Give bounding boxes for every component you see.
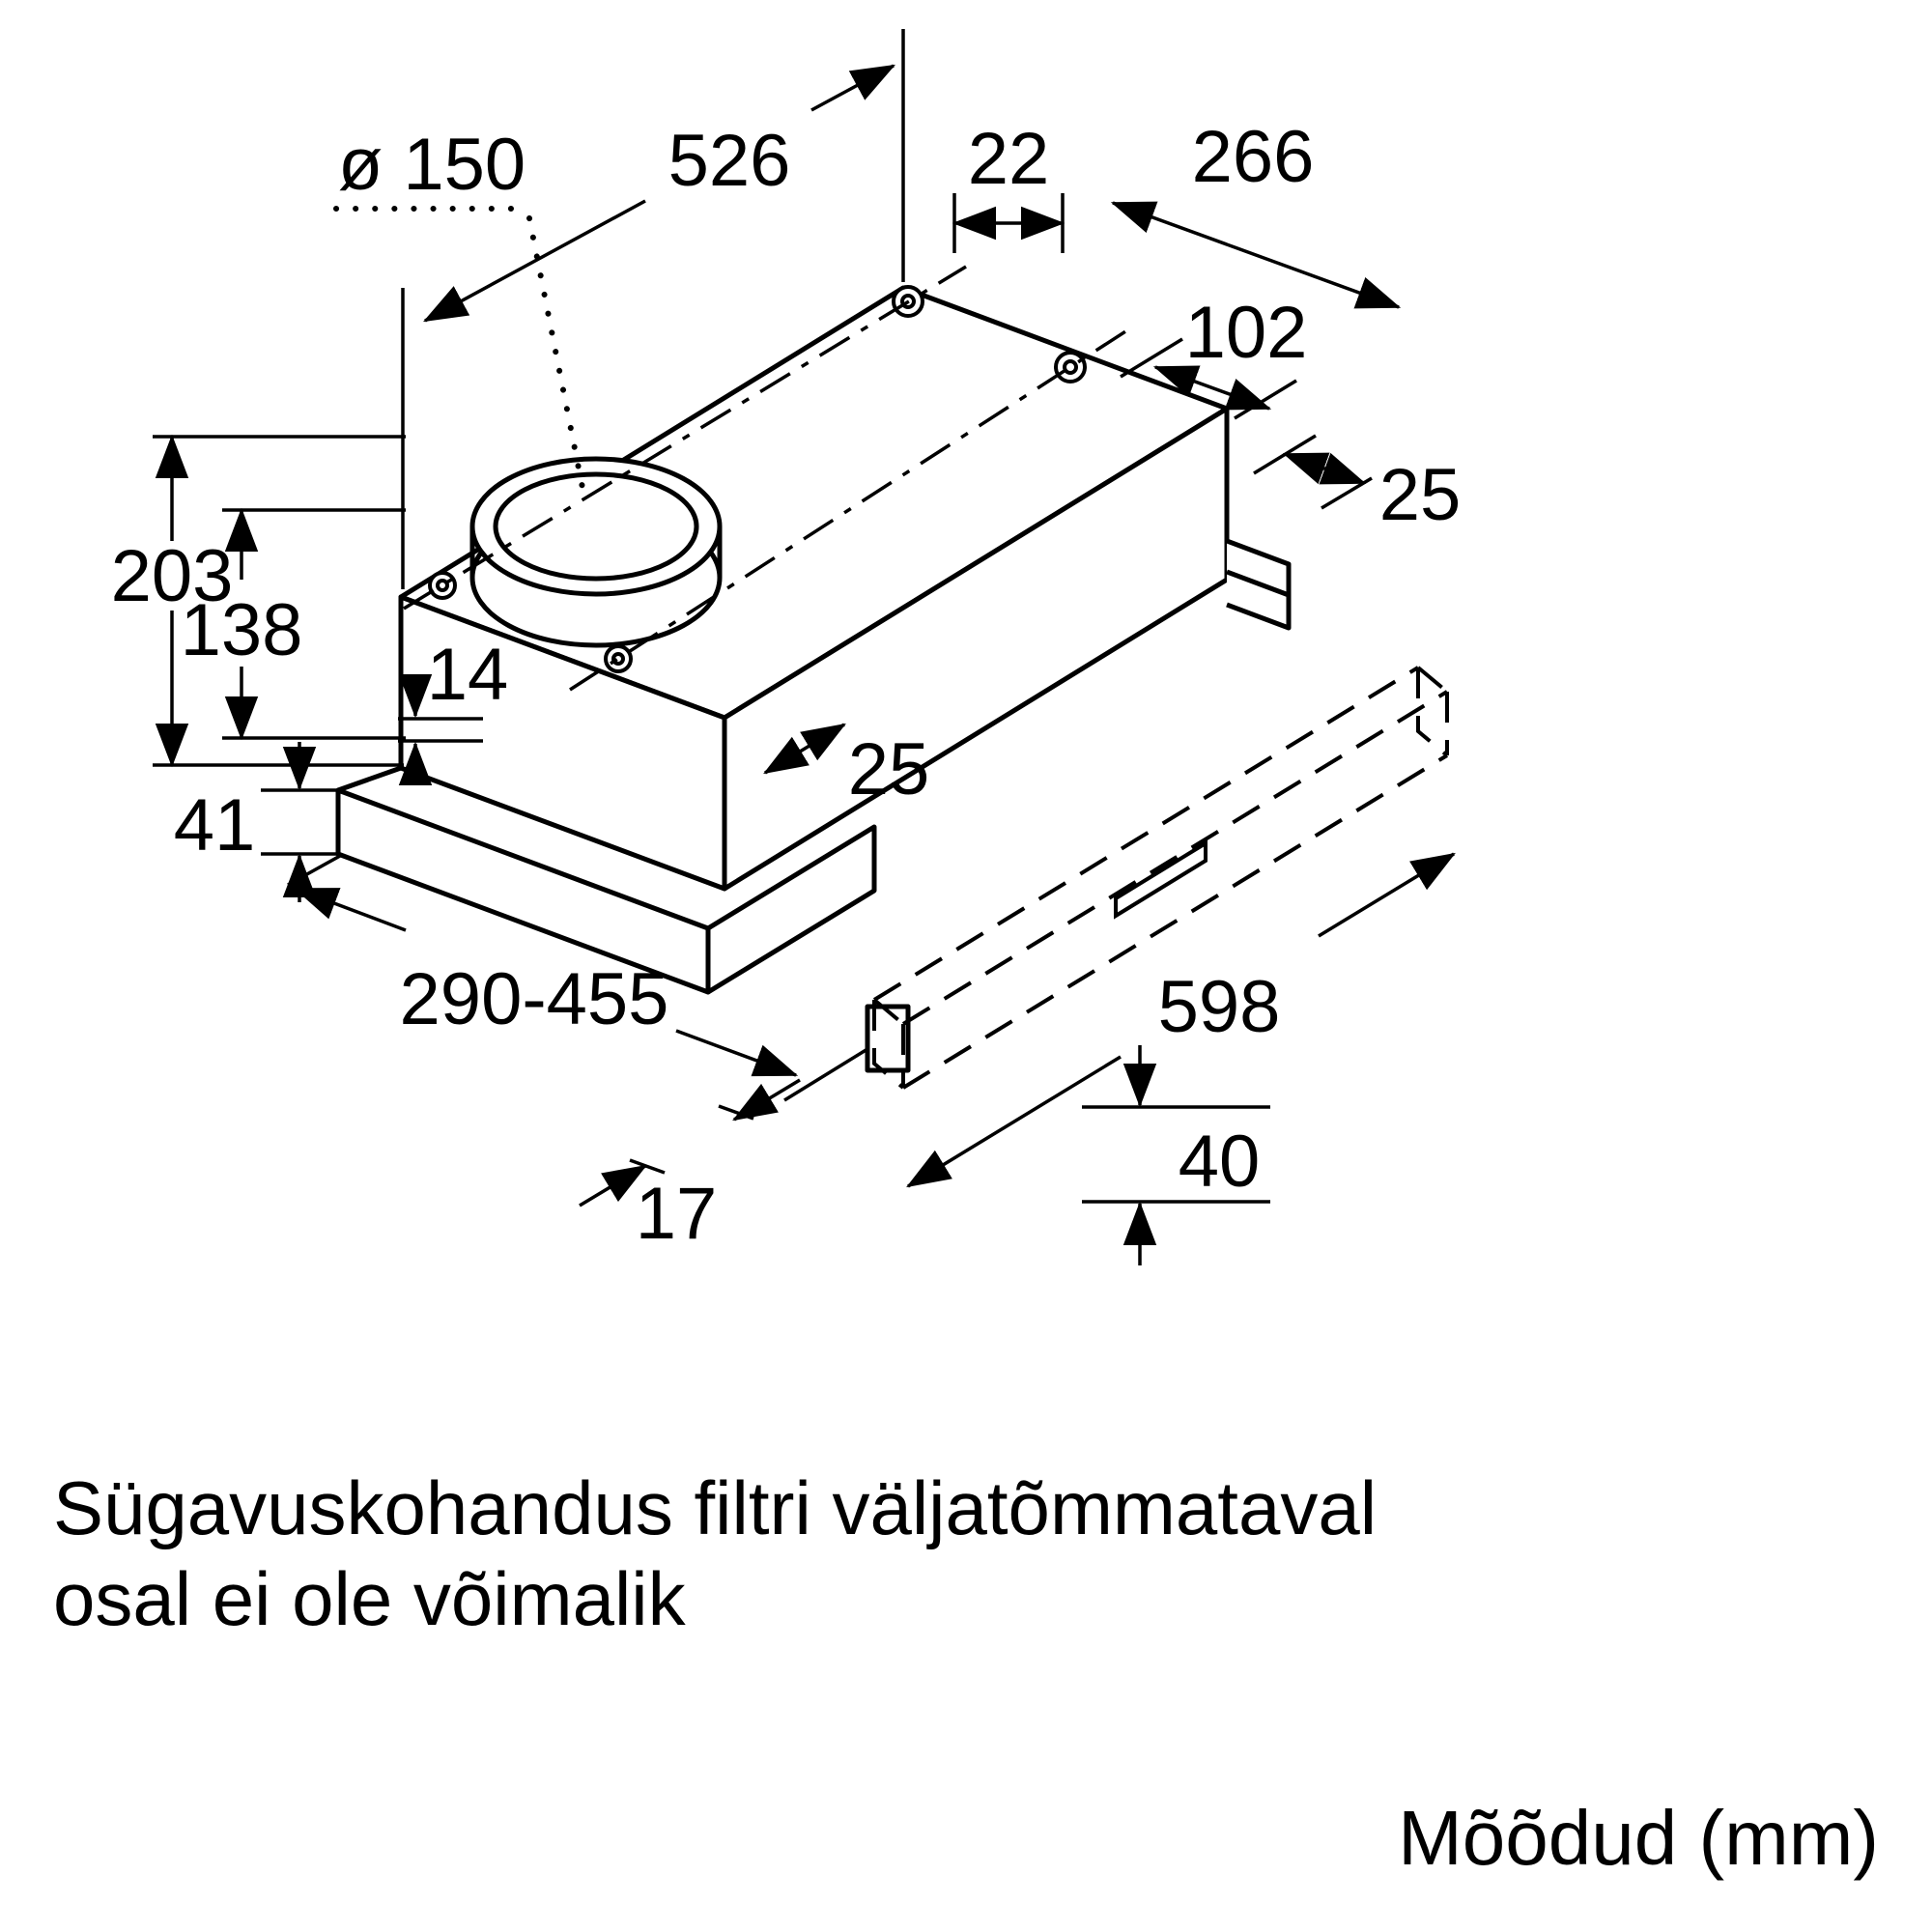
dim-266-line	[1110, 201, 1402, 309]
dim-138-label: 138	[181, 589, 303, 671]
dim-598-label: 598	[1158, 966, 1281, 1048]
hole-centerlines	[403, 265, 1131, 692]
drawer-edge	[872, 1000, 905, 1090]
extension-line	[1120, 337, 1183, 379]
dim-598-line	[906, 1055, 1122, 1188]
drawer-edge	[872, 666, 1420, 1002]
collar-inner-rim	[493, 471, 699, 582]
dim-25-side-line	[1282, 452, 1367, 485]
dim-526-line	[810, 64, 896, 112]
dim-266-label: 266	[1192, 116, 1315, 198]
extension-line	[1321, 476, 1373, 510]
dim-diameter-label: ø 150	[338, 124, 526, 206]
drawer-handle	[1114, 839, 1208, 920]
note-block: Sügavuskohandus filtri väljatõmmataval o…	[53, 1465, 1377, 1641]
dim-17-line	[579, 1164, 647, 1208]
dim-22-label: 22	[968, 118, 1050, 200]
mounting-holes	[428, 285, 1087, 673]
dim-290-455-line	[675, 1029, 799, 1077]
pullout-drawer	[872, 666, 1449, 1090]
centerline	[403, 265, 967, 611]
units-label: Mõõdud (mm)	[1398, 1795, 1879, 1881]
dim-25-side-label: 25	[1379, 454, 1462, 536]
drawer-edge	[901, 690, 1449, 1026]
drawer-edge	[1416, 666, 1449, 694]
centerline	[569, 327, 1131, 692]
extension-line	[783, 1047, 868, 1102]
dim-102-line	[1152, 365, 1272, 411]
duct-collar	[469, 456, 723, 648]
dim-290-455-label: 290-455	[400, 958, 669, 1040]
dim-526-line	[423, 199, 646, 323]
dimension-labels: ø 150 526 22 266 102 25 203 138 14 25 41…	[111, 116, 1462, 1255]
lower-frame	[335, 765, 911, 1073]
dim-102-label: 102	[1185, 292, 1308, 374]
extension-line	[629, 1158, 666, 1175]
dim-598-line	[1318, 852, 1456, 938]
dim-526-label: 526	[668, 120, 791, 202]
dim-203-label: 203	[111, 535, 234, 617]
drawer-edge	[872, 998, 905, 1026]
leader-dotted-line	[526, 215, 585, 491]
dim-17-label: 17	[636, 1173, 718, 1255]
dim-25-front-line	[763, 723, 846, 775]
lower-frame-edge	[337, 765, 402, 793]
drawer-edge	[1416, 668, 1449, 757]
mounting-flange-line	[1226, 569, 1290, 598]
extension-line	[287, 854, 341, 887]
dim-25-front-label: 25	[848, 728, 930, 810]
mount-hole-icon	[1063, 359, 1078, 375]
lower-frame-right	[705, 824, 877, 995]
dim-40-label: 40	[1179, 1121, 1261, 1203]
dim-14-label: 14	[427, 634, 509, 716]
dim-17-line	[732, 1078, 801, 1122]
drawer-edge	[901, 753, 1449, 1090]
dimension-lines	[153, 29, 1456, 1265]
dim-41-label: 41	[174, 784, 256, 867]
note-line-2: osal ei ole võimalik	[53, 1556, 687, 1641]
note-line-1: Sügavuskohandus filtri väljatõmmataval	[53, 1465, 1377, 1550]
collar-top-rim	[469, 456, 723, 597]
dim-290-455-line	[293, 887, 407, 932]
